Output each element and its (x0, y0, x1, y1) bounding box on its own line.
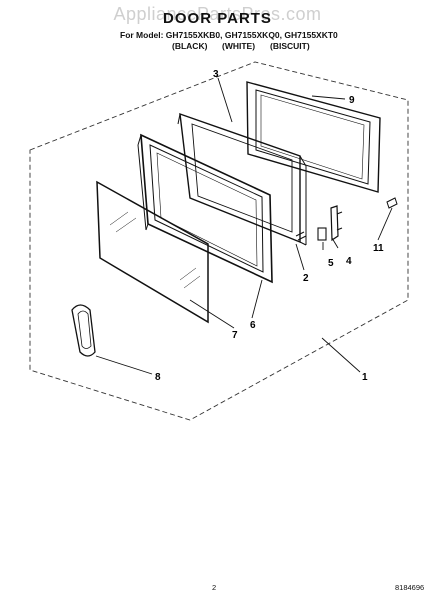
part-handle (71, 304, 96, 357)
callout-3: 3 (213, 69, 219, 80)
leader-lines (95, 77, 393, 375)
callout-8: 8 (155, 372, 161, 383)
part-inner-frame (177, 112, 307, 246)
callout-4: 4 (346, 256, 352, 267)
part-latch (317, 227, 327, 241)
watermark-text: AppliancePartsPros.com (113, 4, 322, 24)
callout-6: 6 (250, 320, 256, 331)
callout-5: 5 (328, 258, 334, 269)
part-latch-spring (295, 231, 307, 241)
color-label-black: (BLACK) (172, 41, 208, 51)
model-line: For Model: GH7155XKB0, GH7155XKQ0, GH715… (120, 30, 338, 40)
part-screw (386, 197, 398, 209)
document-number: 8184696 (395, 583, 425, 592)
callout-9: 9 (349, 95, 355, 106)
part-glass-window (96, 180, 209, 324)
callout-11: 11 (373, 243, 384, 254)
part-door-frame (137, 133, 273, 284)
color-label-biscuit: (BISCUIT) (270, 41, 310, 51)
callout-1: 1 (362, 372, 368, 383)
part-choke-frame (246, 81, 381, 193)
part-latch-hook (330, 205, 343, 242)
assembly-outline (29, 61, 409, 421)
page-title: DOOR PARTS (163, 10, 272, 27)
callout-2: 2 (303, 273, 309, 284)
callout-7: 7 (232, 330, 238, 341)
color-label-white: (WHITE) (222, 41, 256, 51)
page-number: 2 (212, 583, 217, 592)
